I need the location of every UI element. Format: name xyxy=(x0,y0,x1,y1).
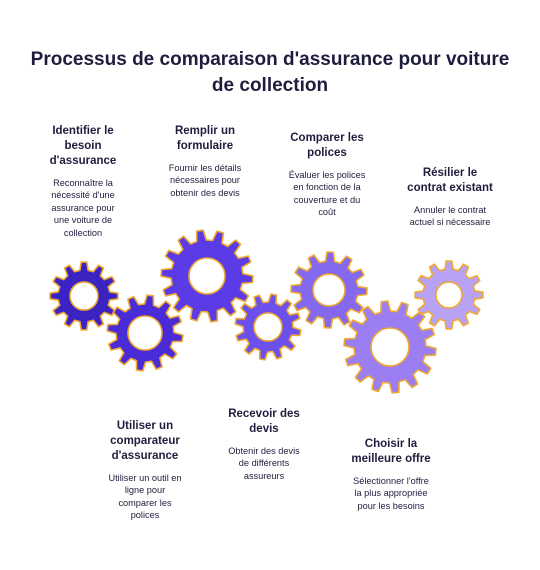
gear-7 xyxy=(414,260,484,330)
step-title: Utiliser un comparateur d'assurance xyxy=(110,420,180,462)
title-line-2: de collection xyxy=(211,75,329,96)
title-line-1: Processus de comparaison d'assurance pou… xyxy=(30,49,510,70)
step-title: Remplir un formulaire xyxy=(174,125,236,152)
gear-6 xyxy=(343,300,437,394)
step-description: Obtenir des devis de différents assureur… xyxy=(228,446,300,481)
page-title: Processus de comparaison d'assurance pou… xyxy=(0,47,540,99)
step-choisir-offre: Choisir la meilleure offre Sélectionner … xyxy=(336,437,446,512)
step-title: Comparer les polices xyxy=(290,132,364,159)
step-title: Recevoir des devis xyxy=(228,408,300,435)
step-remplir-formulaire: Remplir un formulaire Fournir les détail… xyxy=(154,124,256,199)
gear-hole xyxy=(127,315,163,351)
gear-hole xyxy=(370,327,410,367)
step-description: Annuler le contrat actuel si nécessaire xyxy=(409,205,491,228)
step-title: Choisir la meilleure offre xyxy=(351,438,431,465)
gear-3 xyxy=(160,229,254,323)
gear-hole xyxy=(253,312,283,342)
step-comparer-polices: Comparer les polices Évaluer les polices… xyxy=(277,131,377,219)
step-description: Sélectionner l'offre la plus appropriée … xyxy=(353,476,429,511)
step-description: Utiliser un outil en ligne pour comparer… xyxy=(108,473,182,521)
step-description: Reconnaître la nécessité d'une assurance… xyxy=(51,178,115,238)
step-description: Évaluer les polices en fonction de la co… xyxy=(288,170,366,218)
step-description: Fournir les détails nécessaires pour obt… xyxy=(168,163,242,198)
gear-hole xyxy=(435,281,463,309)
step-utiliser-comparateur: Utiliser un comparateur d'assurance Util… xyxy=(93,419,197,522)
step-title: Résilier le contrat existant xyxy=(407,167,493,194)
gear-hole xyxy=(312,273,346,307)
step-recevoir-devis: Recevoir des devis Obtenir des devis de … xyxy=(214,407,314,482)
step-resilier-contrat: Résilier le contrat existant Annuler le … xyxy=(394,166,506,229)
gear-hole xyxy=(69,281,99,311)
gear-hole xyxy=(188,257,226,295)
step-title: Identifier le besoin d'assurance xyxy=(49,125,117,167)
gear-1 xyxy=(49,261,119,331)
gear-5 xyxy=(290,251,368,329)
gear-2 xyxy=(106,294,184,372)
step-identifier: Identifier le besoin d'assurance Reconna… xyxy=(37,124,129,239)
gear-4 xyxy=(234,293,302,361)
